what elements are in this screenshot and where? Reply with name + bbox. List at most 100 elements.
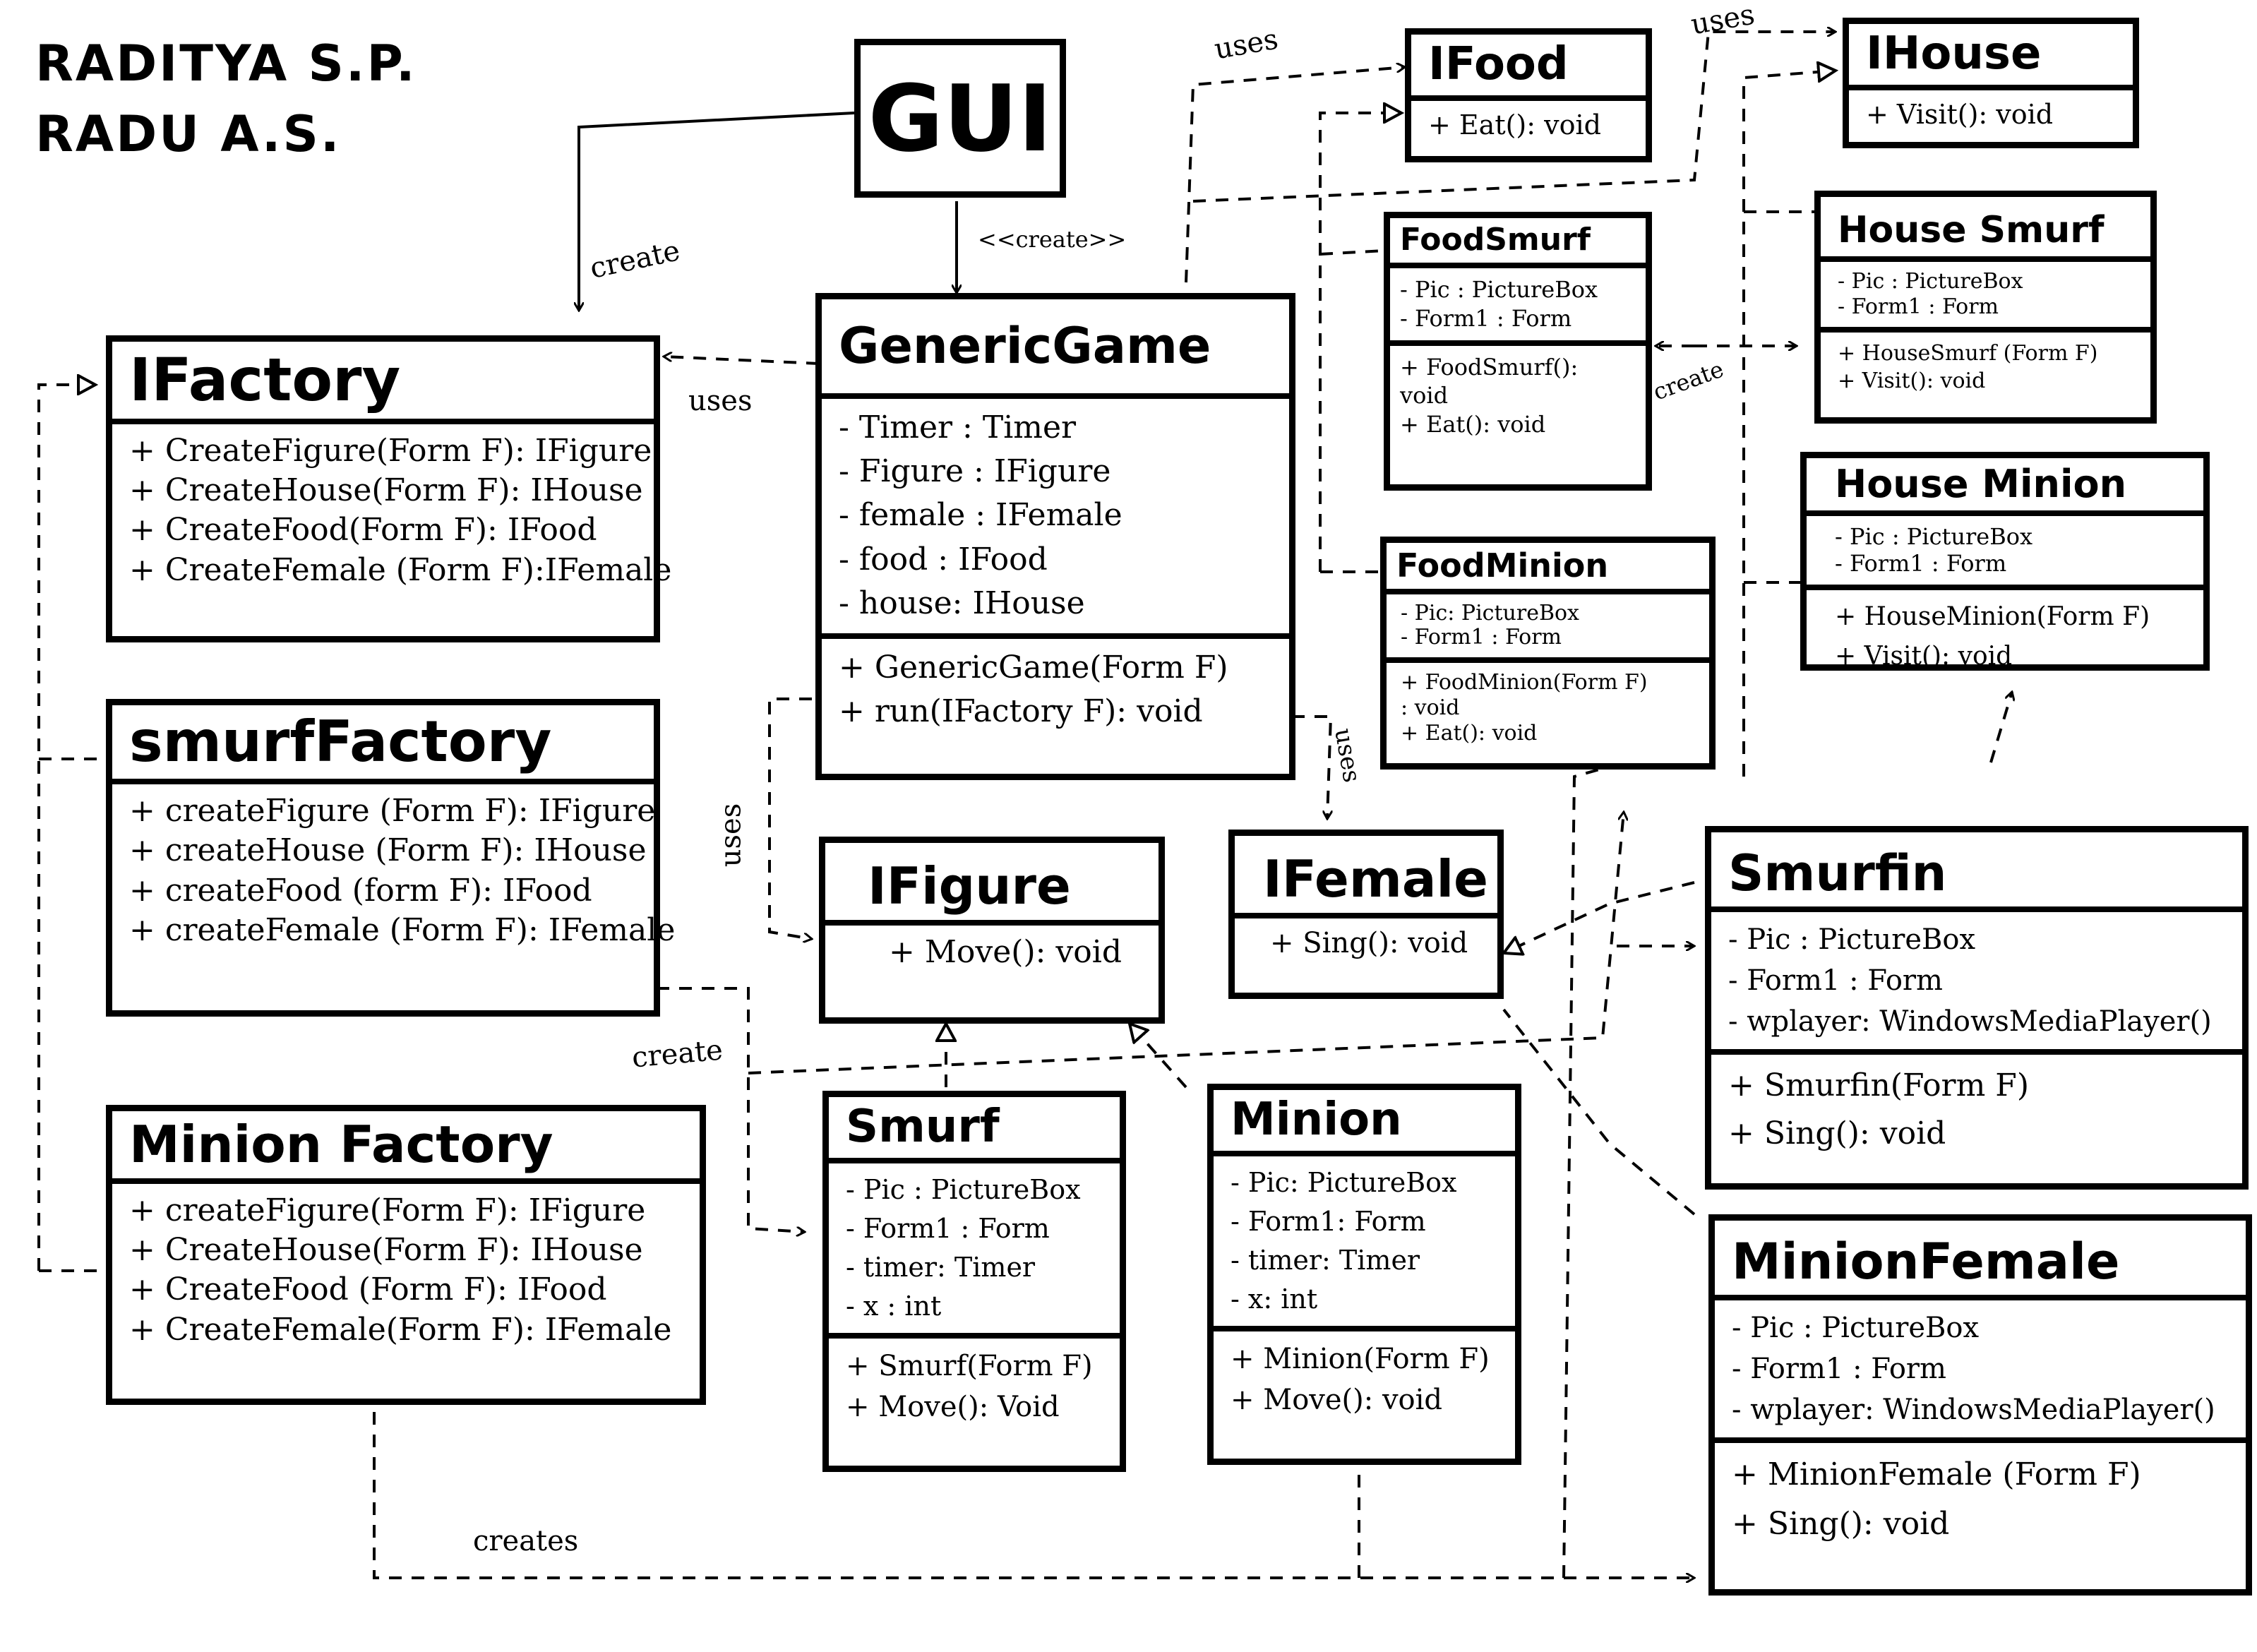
minion-realizes-ifigure-edge bbox=[1130, 1024, 1187, 1089]
attribute: - Form1 : Form bbox=[1728, 964, 1943, 997]
class-food-smurf: FoodSmurf - Pic : PictureBox - Form1 : F… bbox=[1384, 212, 1652, 491]
attribute: - x : int bbox=[846, 1290, 942, 1322]
attribute: - Pic : PictureBox bbox=[846, 1173, 1081, 1205]
class-ihouse: IHouse + Visit(): void bbox=[1843, 18, 2139, 148]
operation: + HouseSmurf (Form F) bbox=[1838, 340, 2098, 366]
operation: + Eat(): void bbox=[1401, 720, 1538, 746]
edge-label: <<create>> bbox=[978, 226, 1127, 253]
class-title: smurfFactory bbox=[112, 705, 654, 784]
attribute: - wplayer: WindowsMediaPlayer() bbox=[1728, 1005, 2212, 1038]
operations: + Smurf(Form F) + Move(): Void bbox=[829, 1332, 1120, 1435]
operation: + Eat(): void bbox=[1428, 109, 1601, 140]
operation: + createHouse (Form F): IHouse bbox=[129, 832, 647, 869]
operations: + MinionFemale (Form F) + Sing(): void bbox=[1715, 1437, 2246, 1557]
class-ifigure: IFigure + Move(): void bbox=[819, 837, 1165, 1024]
attribute: - Timer : Timer bbox=[839, 409, 1077, 445]
class-title: Smurf bbox=[829, 1097, 1120, 1163]
operation: + Move(): void bbox=[1231, 1383, 1443, 1416]
attributes: - Pic : PictureBox - Form1 : Form - wpla… bbox=[1711, 912, 2242, 1049]
attribute: - Form1: Form bbox=[1231, 1205, 1426, 1237]
operations: + CreateFigure(Form F): IFigure + Create… bbox=[112, 424, 672, 597]
operation: + FoodMinion(Form F) bbox=[1401, 669, 1648, 695]
operations: + Smurfin(Form F) + Sing(): void bbox=[1711, 1048, 2242, 1165]
females-realize-ifemale-edge bbox=[1504, 881, 1695, 953]
operations: + FoodSmurf(): void + Eat(): void bbox=[1390, 340, 1646, 447]
attribute: - x: int bbox=[1231, 1283, 1318, 1315]
operations: + GenericGame(Form F) + run(IFactory F):… bbox=[822, 633, 1289, 741]
operation: + Move(): void bbox=[889, 933, 1122, 970]
operation: + CreateFigure(Form F): IFigure bbox=[129, 432, 652, 469]
attribute: - Pic : PictureBox bbox=[1400, 275, 1598, 303]
class-title: House Minion bbox=[1807, 458, 2203, 517]
minionfemale-realizes-ifemale-edge bbox=[1502, 1008, 1696, 1216]
attribute: - female : IFemale bbox=[839, 497, 1122, 534]
operation: + GenericGame(Form F) bbox=[839, 649, 1228, 686]
attribute: - timer: Timer bbox=[1231, 1244, 1420, 1276]
attribute: - Form1 : Form bbox=[1838, 294, 1999, 319]
edge-label: uses bbox=[1211, 23, 1281, 66]
class-smurfin: Smurfin - Pic : PictureBox - Form1 : For… bbox=[1705, 826, 2249, 1190]
attribute: - Pic : PictureBox bbox=[1732, 1311, 1980, 1344]
edge-label: creates bbox=[473, 1525, 579, 1557]
operations: + Minion(Form F) + Move(): void bbox=[1214, 1325, 1515, 1427]
attribute: - wplayer: WindowsMediaPlayer() bbox=[1732, 1393, 2215, 1426]
operations: + createFigure (Form F): IFigure + creat… bbox=[112, 784, 676, 957]
attribute: - Pic : PictureBox bbox=[1835, 523, 2033, 551]
operation: + CreateHouse(Form F): IHouse bbox=[129, 1232, 643, 1269]
class-title: GUI bbox=[868, 64, 1053, 172]
operation: + CreateFemale (Form F):IFemale bbox=[129, 551, 672, 588]
attribute: - Pic : PictureBox bbox=[1838, 268, 2023, 294]
attributes: - Pic : PictureBox - Form1 : Form bbox=[1390, 268, 1646, 340]
gui-creates-ifactory-edge bbox=[579, 112, 855, 311]
class-gui: GUI bbox=[854, 39, 1066, 198]
attribute: - Form1 : Form bbox=[846, 1212, 1050, 1244]
operation: + CreateFood(Form F): IFood bbox=[129, 512, 597, 549]
operation: + Smurf(Form F) bbox=[846, 1349, 1093, 1382]
class-title: IFood bbox=[1411, 35, 1646, 101]
class-title: House Smurf bbox=[1821, 197, 2150, 262]
attributes: - Pic: PictureBox - Form1 : Form bbox=[1387, 594, 1709, 657]
attribute: - Form1 : Form bbox=[1400, 304, 1572, 332]
edge-label: create bbox=[1649, 355, 1728, 406]
operation: : void bbox=[1401, 695, 1460, 720]
operations: + Eat(): void bbox=[1411, 101, 1646, 150]
operation: + createFigure(Form F): IFigure bbox=[129, 1192, 646, 1228]
operation: + createFemale (Form F): IFemale bbox=[129, 911, 676, 948]
class-ifemale: IFemale + Sing(): void bbox=[1228, 830, 1504, 999]
operation: + Eat(): void bbox=[1400, 411, 1546, 438]
operation: + Smurfin(Form F) bbox=[1728, 1067, 2029, 1103]
attribute: - Form1 : Form bbox=[1401, 625, 1562, 650]
attribute: - Form1 : Form bbox=[1835, 550, 2007, 577]
attribute: - Pic : PictureBox bbox=[1728, 923, 1976, 956]
attribute: - Pic: PictureBox bbox=[1231, 1166, 1457, 1198]
class-title: IFactory bbox=[112, 342, 654, 424]
operation: + CreateFemale(Form F): IFemale bbox=[129, 1311, 672, 1348]
author-name: RADU A.S. bbox=[35, 105, 342, 163]
class-house-minion: House Minion - Pic : PictureBox - Form1 … bbox=[1800, 452, 2210, 671]
attributes: - Pic : PictureBox - Form1 : Form bbox=[1807, 516, 2203, 585]
operation: + HouseMinion(Form F) bbox=[1835, 601, 2150, 631]
operation: void bbox=[1400, 382, 1449, 409]
attributes: - Pic: PictureBox - Form1: Form - timer:… bbox=[1214, 1156, 1515, 1326]
operations: + Sing(): void bbox=[1235, 918, 1497, 969]
operation: + run(IFactory F): void bbox=[839, 693, 1203, 730]
class-smurf: Smurf - Pic : PictureBox - Form1 : Form … bbox=[822, 1091, 1126, 1472]
factories-realize-ifactory-edge bbox=[37, 385, 95, 1271]
operation: + Move(): Void bbox=[846, 1390, 1060, 1423]
attribute: - food : IFood bbox=[839, 541, 1048, 577]
operation: + MinionFemale (Form F) bbox=[1732, 1456, 2141, 1492]
operation: + Visit(): void bbox=[1866, 98, 2054, 130]
genericgame-uses-ifood-edge bbox=[1185, 67, 1405, 283]
class-title: FoodSmurf bbox=[1390, 218, 1646, 268]
class-title: Smurfin bbox=[1711, 832, 2242, 912]
attributes: - Pic : PictureBox - Form1 : Form - time… bbox=[829, 1163, 1120, 1333]
edge-label: create bbox=[630, 1034, 724, 1075]
genericgame-uses-ifigure-edge bbox=[768, 698, 812, 939]
class-title: Minion Factory bbox=[112, 1111, 700, 1184]
class-title: IFemale bbox=[1235, 836, 1497, 918]
edge-label: uses bbox=[1688, 0, 1757, 42]
operation: + Visit(): void bbox=[1835, 641, 2013, 671]
genericgame-uses-ifemale-edge bbox=[1292, 715, 1331, 819]
operations: + Visit(): void bbox=[1849, 90, 2133, 139]
operation: + CreateFood (Form F): IFood bbox=[129, 1271, 607, 1308]
